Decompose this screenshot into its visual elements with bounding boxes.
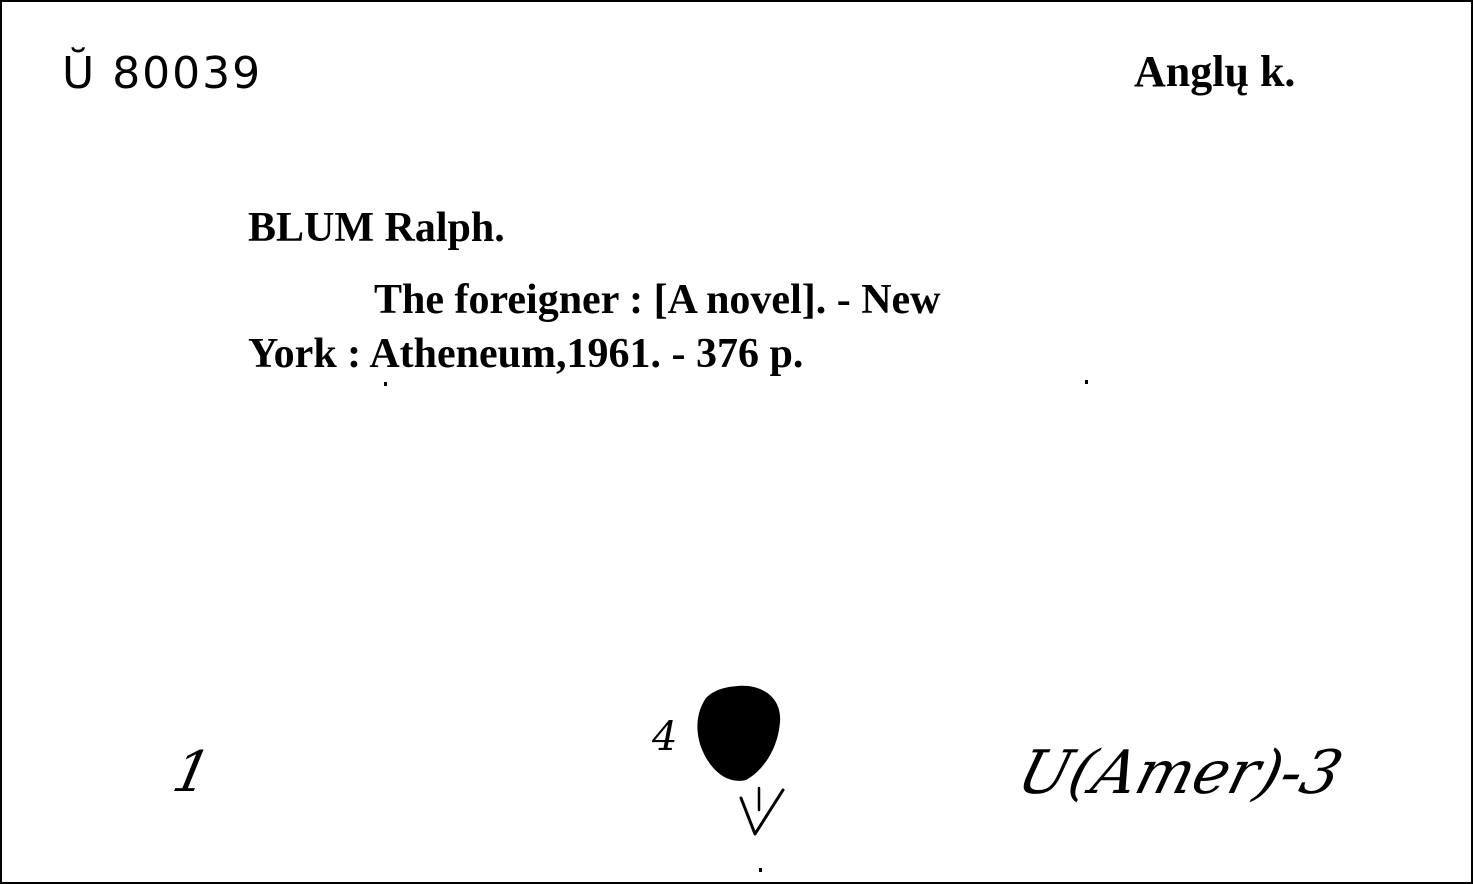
handwritten-copy-count: 1 — [167, 740, 217, 805]
title-statement: The foreigner : [A novel]. - New — [374, 277, 941, 323]
imprint-statement: York : Atheneum,1961. - 376 p. — [248, 331, 804, 377]
punched-hole-icon — [690, 682, 786, 789]
ink-speck — [759, 868, 762, 872]
author-heading: BLUM Ralph. — [248, 205, 505, 251]
handwritten-inventory-mark: 4 — [652, 714, 678, 760]
ink-speck — [384, 382, 387, 386]
handwritten-shelf-mark: U(Amer)-3 — [1010, 738, 1350, 808]
call-number: Ŭ 80039 — [62, 48, 263, 99]
check-mark-icon — [737, 784, 789, 845]
ink-speck — [1085, 380, 1088, 384]
collection-label: Anglų k. — [1134, 47, 1296, 96]
